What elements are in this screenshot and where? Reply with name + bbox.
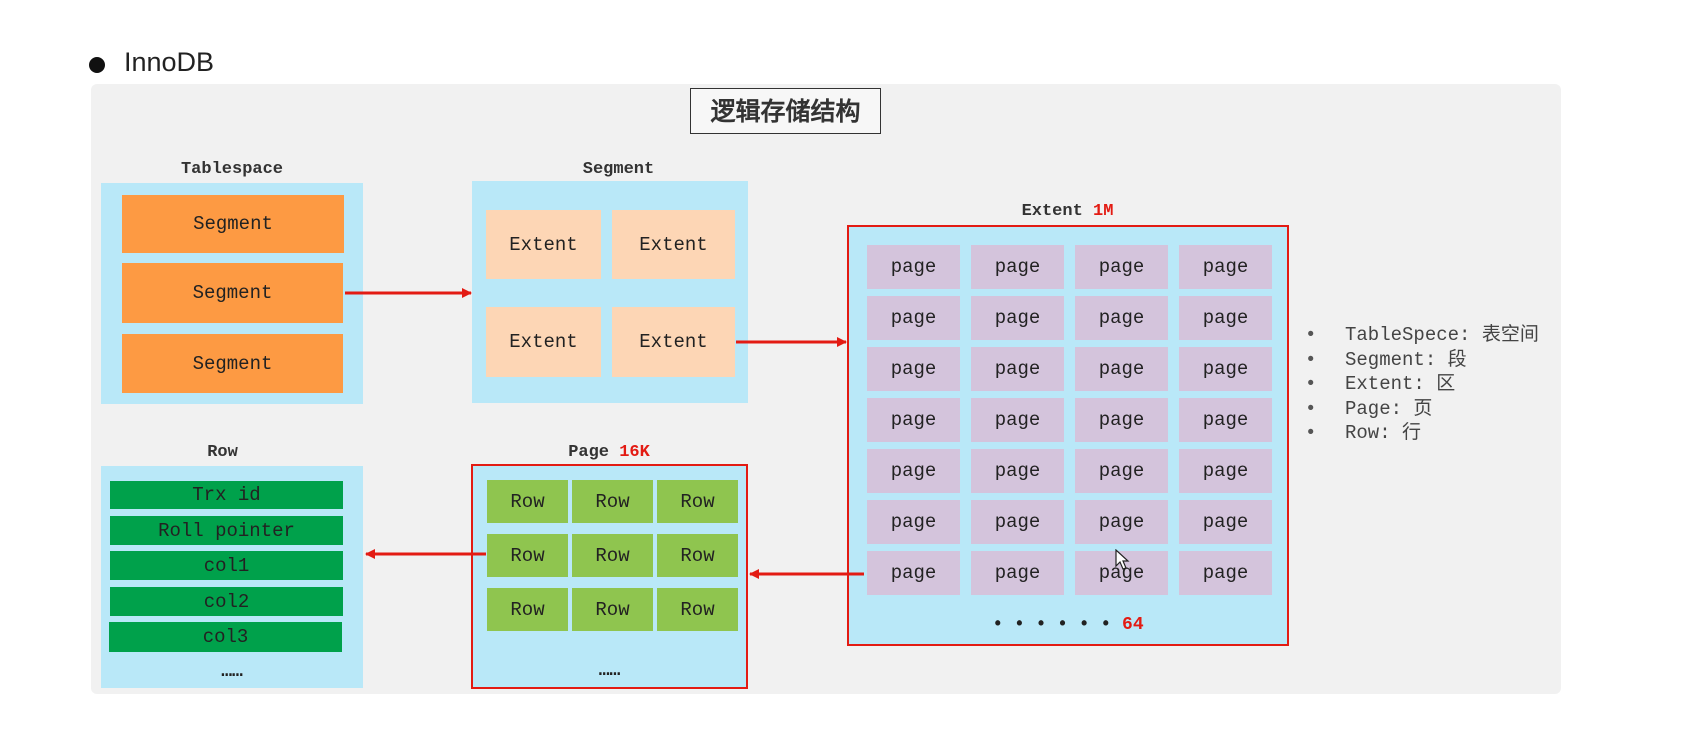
- extent-page-cell: page: [1179, 551, 1272, 595]
- page-row-cell: Row: [572, 480, 653, 523]
- extent-page-cell: page: [1075, 347, 1168, 391]
- legend-item: Extent: 区: [1305, 372, 1539, 397]
- tablespace-label: Tablespace: [180, 160, 284, 179]
- row-field: Roll pointer: [110, 516, 343, 545]
- segment-extent: Extent: [612, 307, 735, 377]
- segment-label: Segment: [582, 160, 655, 179]
- extent-page-cell: page: [1179, 398, 1272, 442]
- row-footer: ……: [221, 662, 243, 682]
- extent-page-cell: page: [971, 500, 1064, 544]
- extent-page-cell: page: [971, 449, 1064, 493]
- extent-page-cell: page: [1179, 347, 1272, 391]
- row-field: col2: [110, 587, 343, 616]
- extent-page-cell: page: [1075, 449, 1168, 493]
- legend-item: TableSpece: 表空间: [1305, 323, 1539, 348]
- legend-item: Segment: 段: [1305, 348, 1539, 373]
- extent-page-cell: page: [1179, 449, 1272, 493]
- diagram-title: 逻辑存储结构: [690, 88, 881, 134]
- extent-page-cell: page: [1179, 245, 1272, 289]
- row-field: col3: [109, 622, 342, 652]
- row-field: Trx id: [110, 481, 343, 509]
- segment-extent: Extent: [486, 307, 601, 377]
- page-row-cell: Row: [487, 588, 568, 631]
- segment-extent: Extent: [612, 210, 735, 279]
- extent-page-cell: page: [1075, 500, 1168, 544]
- page-row-cell: Row: [657, 480, 738, 523]
- extent-footer: • • • • • • 64: [849, 615, 1287, 635]
- legend-list: TableSpece: 表空间 Segment: 段 Extent: 区 Pag…: [1305, 323, 1539, 446]
- page-row-cell: Row: [487, 534, 568, 577]
- extent-page-cell: page: [1075, 245, 1168, 289]
- segment-container: Extent Extent Extent Extent: [472, 181, 748, 403]
- tablespace-segment: Segment: [122, 334, 343, 393]
- page-row-cell: Row: [487, 480, 568, 523]
- extent-page-cell: page: [867, 551, 960, 595]
- extent-page-cell: page: [1179, 296, 1272, 340]
- page-row-cell: Row: [657, 588, 738, 631]
- extent-page-cell: page: [971, 551, 1064, 595]
- tablespace-segment: Segment: [122, 195, 344, 253]
- extent-page-cell: page: [867, 296, 960, 340]
- extent-label: Extent 1M: [847, 202, 1288, 221]
- tablespace-container: Segment Segment Segment: [101, 183, 363, 404]
- extent-size: 1M: [1093, 202, 1114, 221]
- extent-page-cell: page: [867, 398, 960, 442]
- extent-label-text: Extent: [1021, 202, 1083, 221]
- segment-extent: Extent: [486, 210, 601, 279]
- row-field: col1: [110, 551, 343, 580]
- page-row-cell: Row: [572, 534, 653, 577]
- extent-page-cell: page: [1075, 398, 1168, 442]
- page-row-cell: Row: [657, 534, 738, 577]
- extent-page-cell: page: [867, 245, 960, 289]
- extent-page-cell: page: [1075, 296, 1168, 340]
- legend-item: Row: 行: [1305, 421, 1539, 446]
- row-label: Row: [207, 443, 238, 462]
- row-container: Trx id Roll pointer col1 col2 col3 ……: [101, 466, 363, 688]
- page-label: Page 16K: [471, 443, 747, 462]
- page-row-cell: Row: [572, 588, 653, 631]
- mouse-cursor-icon: [1115, 549, 1130, 570]
- extent-page-cell: page: [867, 449, 960, 493]
- extent-page-cell: page: [971, 296, 1064, 340]
- section-heading: InnoDB: [124, 47, 215, 77]
- extent-page-count: 64: [1122, 615, 1144, 635]
- page-footer: ……: [598, 661, 621, 681]
- page-label-text: Page: [568, 443, 609, 462]
- extent-page-cell: page: [971, 347, 1064, 391]
- extent-footer-dots: • • • • • •: [992, 615, 1112, 635]
- extent-page-cell: page: [1179, 500, 1272, 544]
- bullet-icon: [89, 57, 105, 73]
- extent-page-cell: page: [867, 500, 960, 544]
- extent-page-cell: page: [971, 245, 1064, 289]
- extent-page-cell: page: [971, 398, 1064, 442]
- extent-page-cell: page: [867, 347, 960, 391]
- page-size: 16K: [619, 443, 650, 462]
- legend-item: Page: 页: [1305, 397, 1539, 422]
- tablespace-segment: Segment: [122, 263, 343, 323]
